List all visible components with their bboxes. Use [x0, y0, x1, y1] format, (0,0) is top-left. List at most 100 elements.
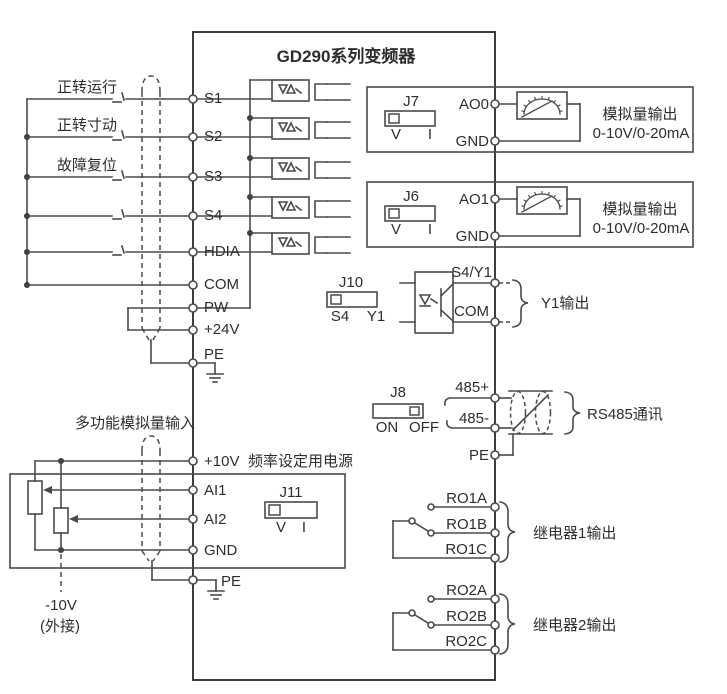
- shield-cable-icon: [141, 435, 190, 581]
- terminal-label-com: COM: [204, 276, 239, 293]
- pw-24v-jumper-wire: [127, 307, 190, 331]
- optocoupler-icon: [271, 117, 351, 140]
- relay-contact-icon: [392, 595, 492, 651]
- optocoupler-icon: [271, 157, 351, 180]
- jumper-j6: J6 V I: [384, 188, 436, 238]
- terminal-label-ro2b: RO2B: [446, 608, 487, 625]
- analog-output-1: J7 V I AO0 GND 模拟量输出 0-10V/0-20mA: [366, 86, 694, 153]
- wiper-arrow-icon: [69, 515, 78, 523]
- output-optocoupler-icon: [399, 271, 492, 334]
- twisted-pair-cable-icon: [498, 390, 553, 456]
- relay-contact-icon: [392, 503, 492, 559]
- terminal-label-s1: S1: [204, 90, 222, 107]
- switch-contact-icon: [112, 209, 125, 220]
- terminal-label-24v: +24V: [204, 321, 239, 338]
- brace-icon: [499, 501, 516, 563]
- rs485-caption: RS485通讯: [587, 406, 663, 423]
- jumper-right-label: I: [302, 519, 306, 536]
- jumper-right-label: I: [428, 126, 432, 143]
- analog-output-range: 0-10V/0-20mA: [593, 220, 690, 237]
- jumper-j7: J7 V I: [384, 93, 436, 143]
- jumper-name: J10: [339, 274, 363, 291]
- jumper-name: J11: [279, 484, 302, 501]
- brace-icon: [564, 391, 581, 435]
- y1-output-section: J10 S4 Y1 S4/Y1 COM Y1输出: [326, 264, 589, 334]
- power-supply-note: 频率设定用电源: [248, 453, 353, 470]
- terminal-label-pe: PE: [221, 573, 241, 590]
- terminal-label-com: COM: [454, 303, 489, 320]
- left-terminals: [188, 94, 198, 368]
- switch-label-forward-jog: 正转寸动: [57, 117, 117, 134]
- jumper-right-label: I: [428, 221, 432, 238]
- rs485-section: J8 ON OFF 485+ 485- PE RS485通讯: [372, 379, 663, 464]
- jumper-name: J8: [390, 384, 406, 401]
- wiper-arrow-icon: [43, 486, 52, 494]
- external-note: (外接): [40, 618, 80, 635]
- switch-contact-icon: [112, 245, 125, 256]
- jumper-right-label: Y1: [367, 308, 385, 325]
- inverter-box: GD290系列变频器: [192, 31, 496, 681]
- meter-icon: [516, 186, 568, 215]
- terminal-label-gnd: GND: [456, 228, 490, 245]
- terminal-label-ro1c: RO1C: [445, 541, 487, 558]
- terminal-label-gnd: GND: [456, 133, 490, 150]
- meter-icon: [516, 91, 568, 120]
- digital-input-section: 正转运行 正转寸动 故障复位: [24, 75, 351, 383]
- jumper-j8: J8 ON OFF: [372, 384, 439, 436]
- terminal-label-hdia: HDIA: [204, 243, 240, 260]
- external-neg10v-label: -10V: [45, 597, 77, 614]
- terminal-label-s2: S2: [204, 128, 222, 145]
- terminal-label-10v: +10V: [204, 453, 239, 470]
- terminal-label-s3: S3: [204, 168, 222, 185]
- terminal-label-ao1: AO1: [459, 191, 489, 208]
- earth-ground-icon: [206, 362, 224, 383]
- terminal-label-ai1: AI1: [204, 482, 227, 499]
- optocoupler-bank: [196, 79, 351, 309]
- jumper-j10: J10 S4 Y1: [326, 274, 385, 325]
- terminal-label-485plus: 485+: [455, 379, 489, 396]
- relay2-caption: 继电器2输出: [533, 617, 616, 634]
- shield-cable-icon: [141, 75, 190, 364]
- page-title: GD290系列变频器: [277, 46, 417, 66]
- jumper-left-label: V: [391, 126, 401, 143]
- jumper-name: J6: [403, 188, 419, 205]
- terminal-label-ro1a: RO1A: [446, 490, 487, 507]
- jumper-left-label: V: [391, 221, 401, 238]
- switch-label-forward-run: 正转运行: [57, 79, 117, 96]
- relay-output-1: RO1A RO1B RO1C 继电器1输出: [392, 490, 616, 563]
- optocoupler-icon: [271, 79, 351, 102]
- terminal-label-pw: PW: [204, 299, 229, 316]
- terminal-label-ro1b: RO1B: [446, 516, 487, 533]
- terminal-label-gnd: GND: [204, 542, 238, 559]
- brace-icon: [512, 279, 529, 328]
- analog-output-caption: 模拟量输出: [602, 106, 677, 123]
- terminal-label-pe: PE: [204, 346, 224, 363]
- jumper-left-label: ON: [376, 419, 399, 436]
- terminal-label-ro2c: RO2C: [445, 633, 487, 650]
- brace-icon: [499, 593, 516, 655]
- jumper-j11: J11 V I: [264, 484, 318, 536]
- jumper-name: J7: [403, 93, 419, 110]
- terminal-label-pe: PE: [469, 447, 489, 464]
- terminal-label-485minus: 485-: [459, 410, 489, 427]
- potentiometer-icon: [27, 480, 43, 515]
- terminal-label-ao0: AO0: [459, 96, 489, 113]
- switch-wires: [26, 92, 190, 286]
- terminal-label-ro2a: RO2A: [446, 582, 487, 599]
- analog-output-2: J6 V I AO1 GND 模拟量输出 0-10V/0-20mA: [366, 181, 694, 248]
- switch-label-fault-reset: 故障复位: [57, 156, 117, 174]
- terminal-label-s4y1: S4/Y1: [451, 264, 492, 281]
- terminal-label-s4: S4: [204, 207, 222, 224]
- jumper-right-label: OFF: [409, 419, 439, 436]
- analog-output-range: 0-10V/0-20mA: [593, 125, 690, 142]
- potentiometer-icon: [53, 507, 69, 534]
- terminal-label-ai2: AI2: [204, 511, 227, 528]
- optocoupler-icon: [271, 196, 351, 219]
- y1-output-caption: Y1输出: [541, 295, 589, 312]
- analog-input-section: 多功能模拟量输入 +10V 频率设定用: [9, 415, 353, 635]
- relay1-caption: 继电器1输出: [533, 525, 616, 542]
- optocoupler-icon: [271, 232, 351, 255]
- analog-output-caption: 模拟量输出: [602, 201, 677, 218]
